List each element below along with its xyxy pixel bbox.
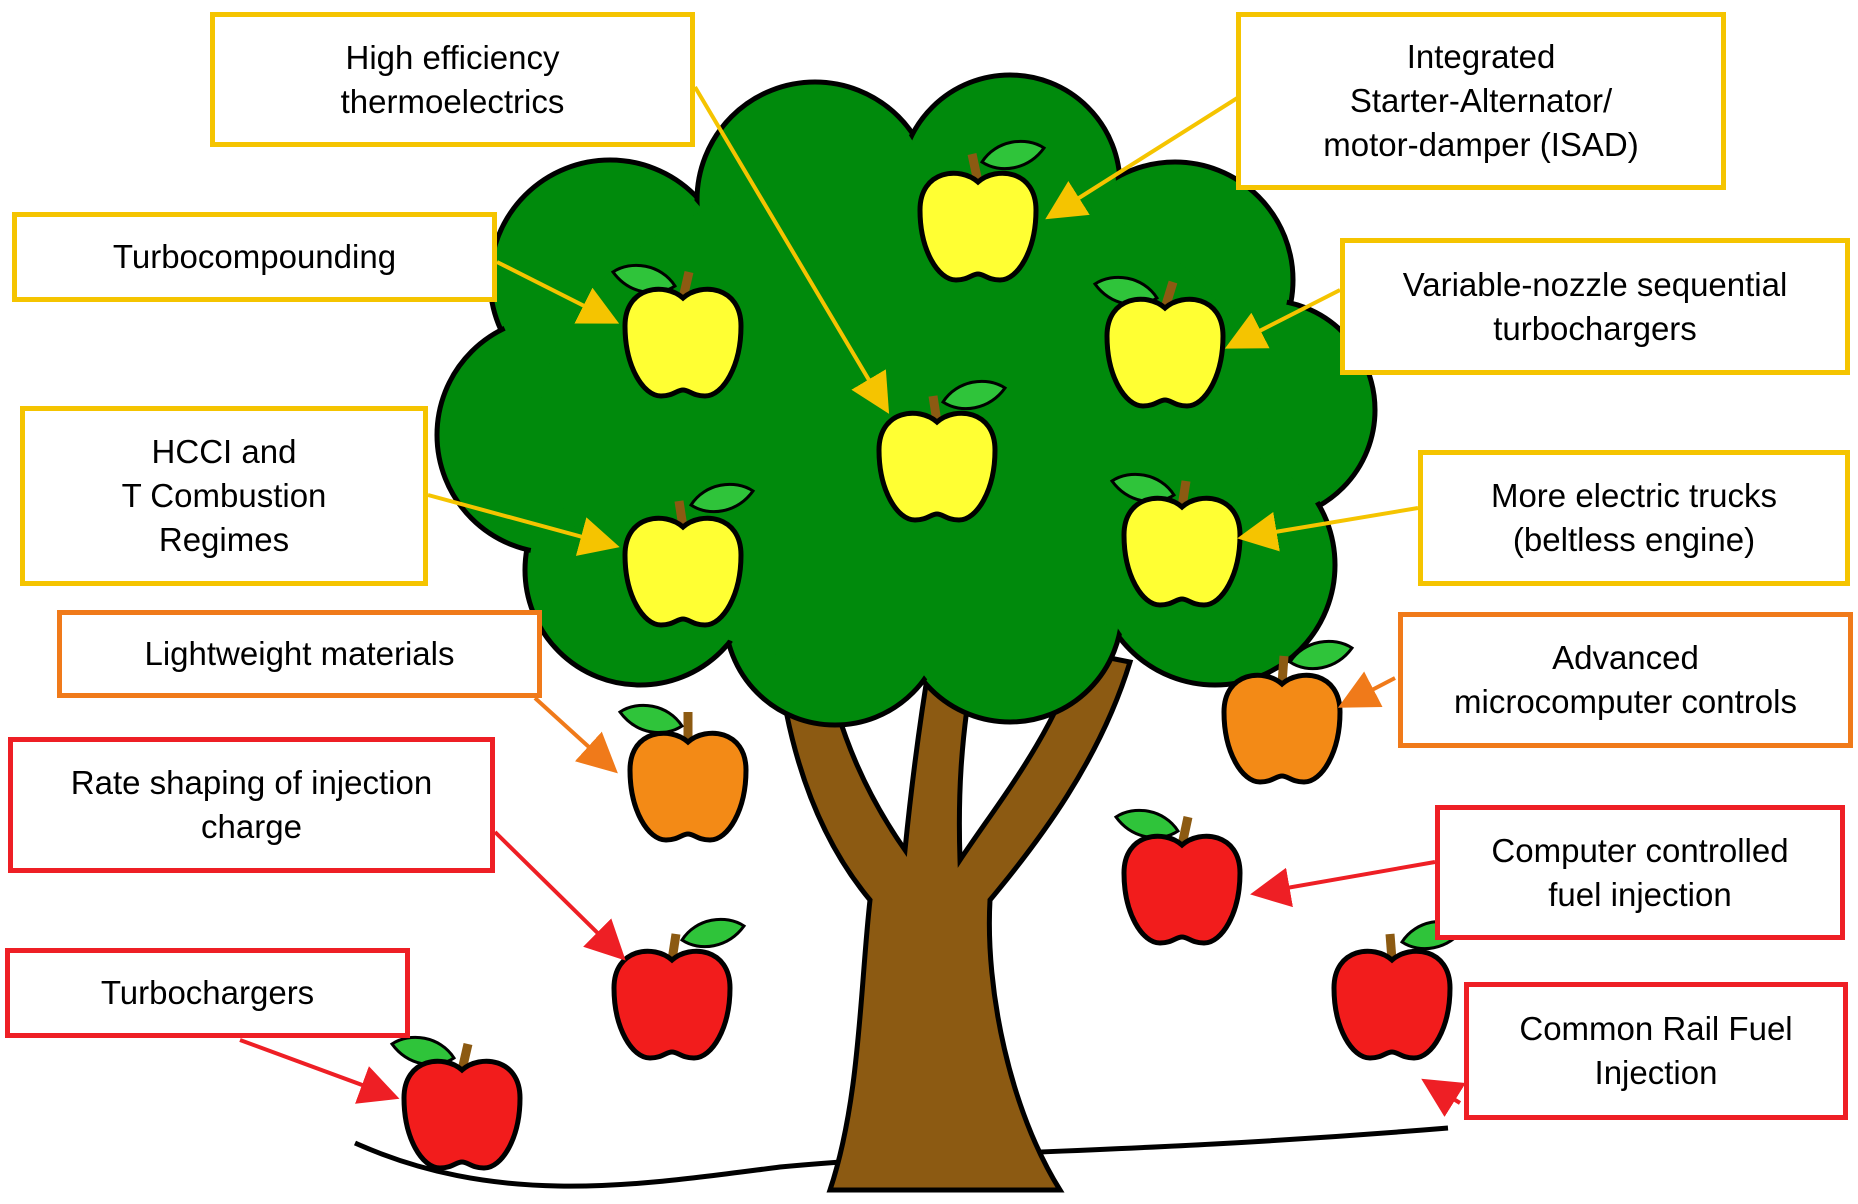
apple-turbochargers: [390, 1035, 520, 1168]
arrow-common-rail: [1421, 1078, 1466, 1117]
apple-computer-injection: [1114, 808, 1240, 943]
ground-line: [353, 1125, 1449, 1189]
tree-trunk: [775, 649, 1134, 1193]
label-rate-shaping: Rate shaping of injection charge: [8, 737, 495, 873]
label-text: Turbochargers: [100, 974, 315, 1011]
label-text: Advanced microcomputer controls: [1454, 639, 1797, 720]
label-common-rail: Common Rail Fuel Injection: [1464, 982, 1848, 1120]
apple-turbocompounding: [611, 263, 741, 396]
apple-microcomputer: [1224, 639, 1354, 782]
arrow-rate-shaping: [493, 830, 626, 961]
apple-variable-nozzle: [1093, 275, 1223, 406]
apple-rate-shaping: [614, 917, 746, 1058]
apple-isad: [920, 139, 1046, 280]
label-text: Common Rail Fuel Injection: [1519, 1010, 1793, 1091]
label-variable-nozzle: Variable-nozzle sequential turbochargers: [1340, 238, 1850, 375]
arrow-electric-trucks: [1237, 506, 1419, 552]
arrow-turbocompounding: [496, 260, 620, 324]
label-microcomputer-controls: Advanced microcomputer controls: [1398, 612, 1853, 748]
label-lightweight-materials: Lightweight materials: [57, 610, 542, 698]
arrow-microcomputer: [1337, 671, 1396, 708]
label-text: Variable-nozzle sequential turbochargers: [1402, 265, 1788, 347]
arrow-thermoelectrics: [693, 85, 890, 414]
label-text: Integrated Starter-Alternator/ motor-dam…: [1323, 38, 1639, 163]
label-more-electric-trucks: More electric trucks (beltless engine): [1418, 450, 1850, 586]
label-text: Rate shaping of injection charge: [70, 764, 433, 845]
arrow-isad: [1045, 88, 1252, 220]
label-hcci: HCCI and T Combustion Regimes: [20, 406, 428, 586]
arrow-turbochargers: [239, 1038, 400, 1104]
arrow-computer-injection: [1250, 860, 1436, 908]
apple-common-rail: [1334, 919, 1466, 1058]
label-text: Computer controlled fuel injection: [1491, 831, 1789, 913]
label-turbochargers: Turbochargers: [5, 948, 410, 1038]
label-turbocompounding: Turbocompounding: [12, 212, 497, 302]
arrow-variable-nozzle: [1224, 288, 1341, 349]
arrow-hcci: [427, 493, 620, 556]
label-isad: Integrated Starter-Alternator/ motor-dam…: [1236, 12, 1726, 190]
label-high-efficiency-thermoelectrics: High efficiency thermoelectrics: [210, 12, 695, 147]
apple-thermoelectrics: [879, 379, 1007, 520]
label-text: HCCI and T Combustion Regimes: [121, 433, 327, 558]
apple-lightweight: [618, 703, 746, 840]
label-text: More electric trucks (beltless engine): [1490, 477, 1778, 558]
label-text: Lightweight materials: [144, 635, 455, 672]
label-text: High efficiency thermoelectrics: [340, 38, 565, 120]
label-computer-controlled-injection: Computer controlled fuel injection: [1435, 805, 1845, 940]
arrow-lightweight: [533, 696, 618, 774]
apple-electric-trucks: [1110, 472, 1240, 605]
apple-hcci: [625, 482, 755, 625]
label-text: Turbocompounding: [112, 238, 397, 275]
